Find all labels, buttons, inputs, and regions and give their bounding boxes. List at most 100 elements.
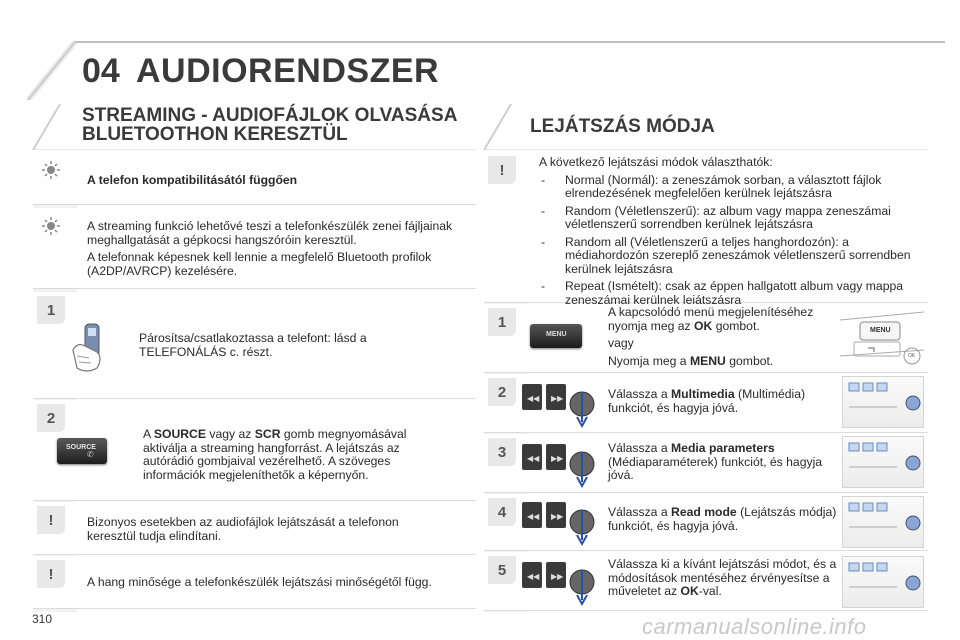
r-step-2-box: 2 ◀◀ ▶▶ Válassza a Multimedia (Multimédia… — [484, 374, 928, 433]
svg-text:▶▶: ▶▶ — [551, 572, 564, 581]
r-step-1-or: vagy — [608, 336, 634, 350]
modes-list: Normal (Normál): a zeneszámok sorban, a … — [539, 173, 919, 308]
r-step-4-a: Válassza a — [608, 505, 672, 519]
step-number: 5 — [488, 556, 516, 584]
left-heading-line1: STREAMING - AUDIOFÁJLOK OLVASÁSA — [82, 105, 458, 126]
step-2-source: SOURCE — [153, 427, 206, 441]
r-step-3-box: 3 ◀◀ ▶▶ Válassza a Media parameters (Médi… — [484, 434, 928, 493]
info-box-streaming: A streaming funkció lehetővé teszi a tel… — [33, 208, 476, 289]
radio-panel-image — [842, 496, 924, 548]
warning-icon: ! — [37, 560, 65, 588]
r-step-1-c: Nyomja meg a — [608, 353, 690, 368]
svg-text:▶▶: ▶▶ — [551, 394, 564, 403]
r-step-1-a: A kapcsolódó menü megjelenítéséhez nyomj… — [608, 305, 814, 333]
svg-text:◀◀: ◀◀ — [527, 572, 540, 581]
warning-icon: ! — [488, 156, 516, 184]
section-dividers — [32, 103, 928, 150]
page-header: 04 AUDIORENDSZER — [0, 0, 960, 100]
left-heading-line2: BLUETOOTHON KERESZTÜL — [82, 124, 348, 145]
info-box-compat: A telefon kompatibilitásától függően — [33, 152, 476, 205]
r-step-3-a: Válassza a — [608, 441, 672, 455]
step-2-text-a: A — [143, 427, 154, 441]
seek-buttons-icon: ◀◀ ▶▶ — [520, 442, 598, 495]
compat-text: A telefon kompatibilitásától függően — [87, 173, 298, 187]
r-step-2-c: (Multimédia) funkciót, és hagyja jóvá. — [608, 387, 806, 415]
mode-normal: Normal (Normál): a zeneszámok sorban, a … — [539, 173, 919, 201]
r-step-2-b: Multimedia — [671, 387, 735, 401]
r-step-4-box: 4 ◀◀ ▶▶ Válassza a Read mode (Lejátszás m… — [484, 494, 928, 551]
chapter-title: AUDIORENDSZER — [136, 52, 440, 90]
menu-button-label: MENU — [546, 331, 567, 338]
radio-panel-image — [842, 436, 924, 488]
warning-box-1: ! Bizonyos esetekben az audiofájlok lejá… — [33, 502, 476, 555]
svg-text:◀◀: ◀◀ — [527, 512, 540, 521]
step-2-text-c: gomb megnyomásával aktiválja a streaming… — [143, 427, 407, 482]
r-step-2-a: Válassza a — [608, 387, 672, 401]
radio-menu-label: MENU — [870, 327, 891, 334]
r-step-3-text: Válassza a Media parameters (Médiaparamé… — [608, 441, 838, 483]
step-number: 3 — [488, 438, 516, 466]
svg-text:◀◀: ◀◀ — [527, 454, 540, 463]
source-button-image: SOURCE ✆ — [57, 438, 107, 464]
seek-buttons-icon: ◀◀ ▶▶ — [520, 560, 598, 613]
r-step-5-c: -val. — [698, 584, 722, 598]
modes-box: ! A következő lejátszási módok választha… — [484, 152, 928, 306]
seek-buttons-icon: ◀◀ ▶▶ — [520, 382, 598, 435]
seek-buttons-icon: ◀◀ ▶▶ — [520, 500, 598, 553]
r-step-5-b: OK — [680, 584, 699, 598]
streaming-paragraph-1: A streaming funkció lehetővé teszi a tel… — [87, 219, 453, 247]
menu-button-image: MENU — [530, 324, 582, 348]
r-step-2-text: Válassza a Multimedia (Multimédia) funkc… — [608, 387, 838, 415]
step-2-text: A SOURCE vagy az SCR gomb megnyomásával … — [143, 427, 443, 482]
step-1-box: 1 Párosítsa/csatlakoztassa a telefont: l… — [33, 292, 476, 399]
watermark: carmanualsonline.info — [642, 614, 867, 639]
svg-text:▶▶: ▶▶ — [551, 512, 564, 521]
streaming-paragraph-2: A telefonnak képesnek kell lennie a megf… — [87, 250, 432, 278]
header-frame — [25, 40, 945, 100]
step-2-text-b: vagy az — [206, 427, 255, 441]
step-number: 1 — [488, 308, 516, 336]
modes-intro: A következő lejátszási módok választható… — [539, 155, 773, 169]
chapter-number: 04 — [82, 52, 120, 90]
modes-text: A következő lejátszási módok választható… — [539, 155, 919, 311]
r-step-1-b: gombot. — [712, 318, 760, 333]
r-step-4-b: Read mode — [671, 505, 737, 519]
phone-hand-icon — [72, 323, 101, 372]
r-step-5-text: Válassza ki a kívánt lejátszási módot, é… — [608, 557, 838, 599]
warning-2-text: A hang minősége a telefonkészülék lejáts… — [87, 575, 432, 589]
warning-box-2: ! A hang minősége a telefonkészülék lejá… — [33, 556, 476, 609]
r-step-1-box: 1 MENU A kapcsolódó menü megjelenítéséhe… — [484, 304, 928, 373]
r-step-5-a: Válassza ki a kívánt lejátszási módot, é… — [608, 557, 837, 598]
r-step-1-ok: OK — [694, 318, 713, 333]
warning-icon: ! — [37, 506, 65, 534]
step-number: 1 — [37, 296, 65, 324]
r-step-1-text: A kapcsolódó menü megjelenítéséhez nyomj… — [608, 305, 838, 372]
left-section-heading: STREAMING - AUDIOFÁJLOK OLVASÁSA BLUETOO… — [82, 106, 482, 144]
warning-1-text: Bizonyos esetekben az audiofájlok lejáts… — [87, 515, 399, 543]
streaming-text: A streaming funkció lehetővé teszi a tel… — [87, 219, 457, 282]
mode-repeat: Repeat (Ismételt): csak az éppen hallgat… — [539, 279, 919, 307]
r-step-4-c: (Lejátszás módja) funkciót, és hagyja jó… — [608, 505, 837, 533]
step-number: 2 — [488, 378, 516, 406]
step-number: 4 — [488, 498, 516, 526]
page-number: 310 — [32, 612, 53, 626]
r-step-5-box: 5 ◀◀ ▶▶ Válassza ki a kívánt lejátszási m… — [484, 552, 928, 611]
right-section-heading: LEJÁTSZÁS MÓDJA — [530, 116, 715, 137]
r-step-3-b: Media parameters — [671, 441, 775, 455]
r-step-1-d: gombot. — [725, 353, 774, 368]
sun-icon — [37, 212, 65, 240]
r-step-1-menu: MENU — [689, 353, 726, 368]
step-2-box: 2 SOURCE ✆ A SOURCE vagy az SCR gomb meg… — [33, 400, 476, 501]
mode-random-all: Random all (Véletlenszerű a teljes hangh… — [539, 235, 919, 277]
mode-random: Random (Véletlenszerű): az album vagy ma… — [539, 204, 919, 232]
radio-ok-label: OK — [908, 353, 916, 359]
sun-icon — [37, 156, 65, 184]
r-step-4-text: Válassza a Read mode (Lejátszás módja) f… — [608, 505, 838, 533]
radio-panel-image — [842, 556, 924, 608]
radio-panel-image — [842, 376, 924, 428]
source-button-label: SOURCE — [66, 444, 96, 451]
svg-text:▶▶: ▶▶ — [551, 454, 564, 463]
svg-text:◀◀: ◀◀ — [527, 394, 540, 403]
step-2-scr: SCR — [254, 427, 281, 441]
radio-panel-image: MENU OK — [839, 306, 925, 368]
